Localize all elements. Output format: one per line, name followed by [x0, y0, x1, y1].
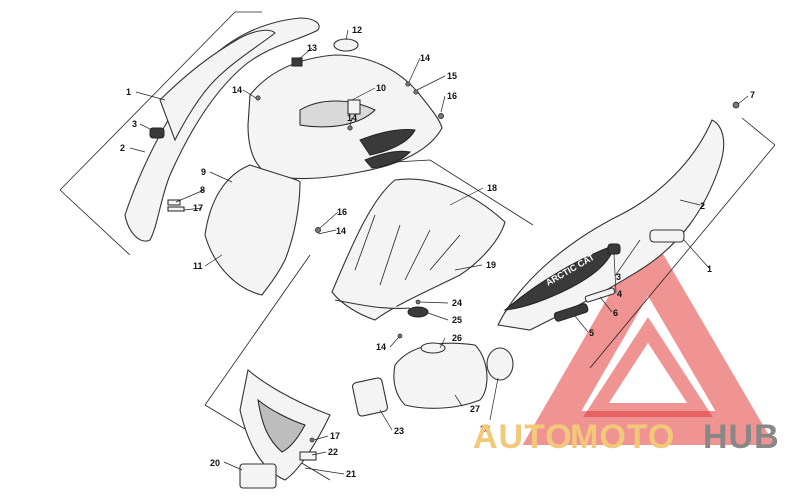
duct-gasket-23 [351, 377, 389, 417]
callout-labels: 1 1 2 2 3 3 4 5 6 7 8 9 10 11 12 13 14 1… [120, 25, 755, 479]
watermark-triangle-outer [522, 228, 775, 445]
watermark-hub: HUB [703, 418, 780, 456]
mount-bracket-20 [239, 463, 277, 489]
hood-bracket [347, 99, 361, 115]
hood-lower-nose [204, 164, 301, 296]
left-side-panel-upper [159, 29, 276, 142]
hood-grommet [333, 38, 359, 52]
lower-console [239, 368, 331, 489]
callout-14-b: 14 [420, 53, 430, 63]
intake-duct-cap-26 [420, 342, 446, 354]
watermark-moto: MOTO [570, 418, 675, 456]
callout-2-left: 2 [120, 143, 125, 153]
intake-duct [351, 342, 514, 417]
trim-strip-8 [167, 199, 181, 206]
callout-12: 12 [352, 25, 362, 35]
callout-16-b: 16 [337, 207, 347, 217]
fastener-16-b [315, 227, 321, 233]
callout-14-e: 14 [376, 342, 386, 352]
fastener-16-a [438, 113, 444, 119]
fastener-14-c [347, 125, 353, 131]
watermark-triangle-inner [583, 317, 713, 417]
callout-14-a: 14 [232, 85, 242, 95]
callout-13: 13 [307, 43, 317, 53]
right-panel-decal-stripe [503, 244, 616, 311]
callout-1-left: 1 [126, 87, 131, 97]
clip-22 [299, 451, 317, 461]
decal-5 [553, 303, 589, 322]
callout-7: 7 [750, 90, 755, 100]
trim-strip-17 [167, 206, 185, 212]
leader-lines [129, 29, 749, 475]
callout-8: 8 [200, 185, 205, 195]
callout-23: 23 [394, 426, 404, 436]
callout-28: 28 [480, 424, 490, 434]
fastener-15 [413, 89, 419, 95]
callout-20: 20 [210, 458, 220, 468]
lower-console-inset [257, 398, 306, 453]
badge-4 [607, 243, 621, 255]
callout-27: 27 [470, 404, 480, 414]
bracket-left-panel [59, 11, 262, 191]
callout-11: 11 [193, 261, 203, 271]
fastener-14-a [255, 95, 261, 101]
bracket-lower-console [204, 254, 311, 406]
bracket-left-panel-low [59, 189, 131, 256]
callout-6: 6 [613, 308, 618, 318]
hose-clamp-28 [486, 347, 514, 381]
callout-2-right: 2 [700, 201, 705, 211]
callout-14-d: 14 [336, 226, 346, 236]
callout-10: 10 [376, 83, 386, 93]
left-panel-clip [149, 127, 165, 139]
callout-17-b: 17 [330, 431, 340, 441]
bracket-right-panel [589, 144, 776, 369]
fastener-14-b [405, 81, 411, 87]
callout-26: 26 [452, 333, 462, 343]
callout-1-right: 1 [707, 264, 712, 274]
air-box-cap-25 [407, 306, 429, 318]
callout-4: 4 [617, 289, 622, 299]
air-box-body [331, 178, 506, 321]
watermark-text: AUTO MOTO HUB [473, 418, 780, 456]
callout-18: 18 [487, 183, 497, 193]
left-side-panel [124, 17, 320, 242]
air-box-seal [334, 299, 411, 309]
callout-17-a: 17 [193, 203, 203, 213]
watermark-logo [522, 228, 775, 445]
hood-vent-2 [364, 150, 412, 169]
right-side-panel: ARCTIC CAT [497, 101, 740, 331]
callout-19: 19 [486, 260, 496, 270]
callout-3-left: 3 [132, 119, 137, 129]
watermark-auto: AUTO [473, 418, 573, 456]
callout-14-c: 14 [347, 113, 357, 123]
callout-24: 24 [452, 298, 462, 308]
front-hood [167, 38, 444, 296]
bracket-right-panel-top [741, 117, 776, 146]
hood-clip [291, 57, 303, 67]
callout-22: 22 [328, 447, 338, 457]
decal-3 [649, 229, 685, 243]
fastener-7 [732, 101, 740, 109]
callout-21: 21 [346, 469, 356, 479]
callout-5: 5 [589, 328, 594, 338]
callout-9: 9 [201, 167, 206, 177]
fastener-24 [415, 299, 421, 305]
callout-15: 15 [447, 71, 457, 81]
callout-16-a: 16 [447, 91, 457, 101]
callout-25: 25 [452, 315, 462, 325]
callout-3-right: 3 [616, 272, 621, 282]
air-box [331, 178, 506, 339]
hood-vent-1 [359, 129, 416, 156]
fastener-17-b [309, 437, 315, 443]
air-box-ribs [354, 214, 461, 286]
intake-duct-body [393, 342, 488, 409]
